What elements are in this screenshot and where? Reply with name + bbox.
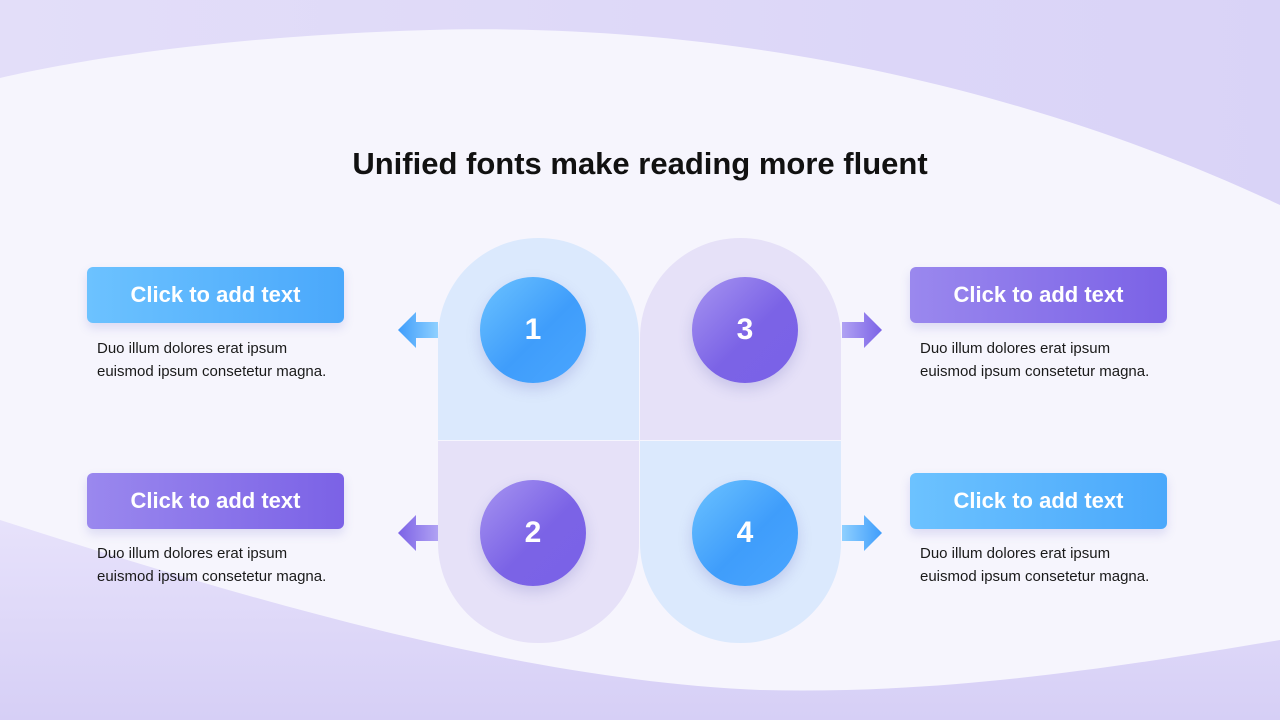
description-line: euismod ipsum consetetur magna. bbox=[920, 568, 1150, 585]
description-2: Duo illum dolores erat ipsum euismod ips… bbox=[97, 542, 367, 588]
number-circle-3: 3 bbox=[692, 277, 798, 383]
description-line: Duo illum dolores erat ipsum bbox=[920, 545, 1111, 562]
description-4: Duo illum dolores erat ipsum euismod ips… bbox=[920, 542, 1190, 588]
label-box-1[interactable]: Click to add text bbox=[87, 267, 344, 323]
label-box-2[interactable]: Click to add text bbox=[87, 473, 344, 529]
page-title: Unified fonts make reading more fluent bbox=[352, 146, 928, 181]
number-circle-2: 2 bbox=[480, 480, 586, 586]
description-line: euismod ipsum consetetur magna. bbox=[97, 363, 327, 380]
arrow-left-icon bbox=[398, 312, 438, 348]
arrow-right-icon bbox=[842, 515, 882, 551]
description-line: euismod ipsum consetetur magna. bbox=[920, 363, 1150, 380]
description-line: euismod ipsum consetetur magna. bbox=[97, 568, 327, 585]
description-line: Duo illum dolores erat ipsum bbox=[97, 340, 288, 357]
label-box-4[interactable]: Click to add text bbox=[910, 473, 1167, 529]
description-3: Duo illum dolores erat ipsum euismod ips… bbox=[920, 337, 1190, 383]
description-line: Duo illum dolores erat ipsum bbox=[97, 545, 288, 562]
description-line: Duo illum dolores erat ipsum bbox=[920, 340, 1111, 357]
arrow-left-icon bbox=[398, 515, 438, 551]
number-circle-1: 1 bbox=[480, 277, 586, 383]
number-circle-4: 4 bbox=[692, 480, 798, 586]
description-1: Duo illum dolores erat ipsum euismod ips… bbox=[97, 337, 367, 383]
label-box-3[interactable]: Click to add text bbox=[910, 267, 1167, 323]
arrow-right-icon bbox=[842, 312, 882, 348]
